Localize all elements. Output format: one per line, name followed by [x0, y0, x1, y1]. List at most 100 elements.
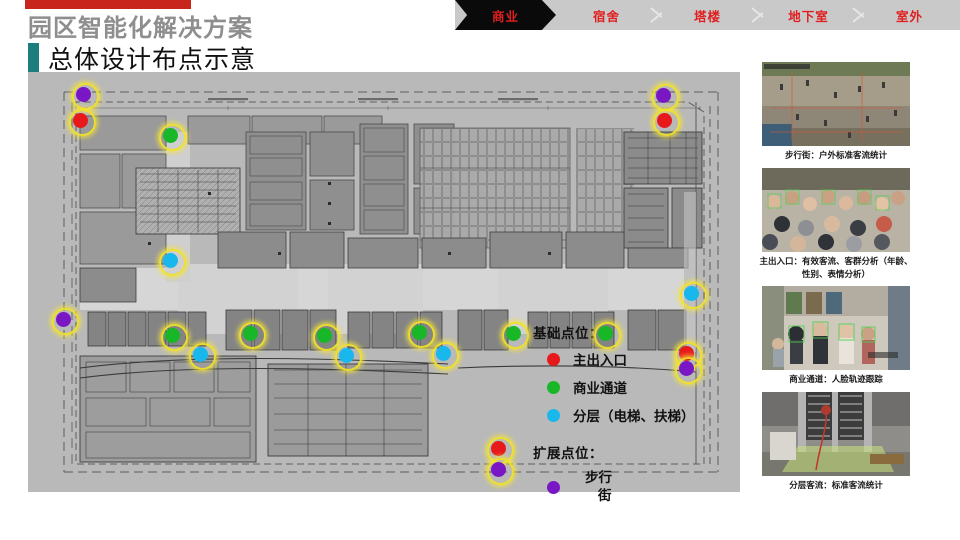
- photo-caption-pedestrian-street: 步行街：户外标准客流统计: [784, 150, 887, 160]
- marker-glow-ring: [679, 281, 707, 309]
- map-marker-green[interactable]: [501, 321, 529, 349]
- marker-glow-ring: [188, 342, 216, 370]
- marker-glow-ring: [68, 108, 96, 136]
- page-title: 园区智能化解决方案: [28, 15, 253, 42]
- tab-outdoor[interactable]: 室外: [859, 0, 960, 30]
- marker-dot: [655, 87, 671, 103]
- marker-dot: [597, 325, 613, 341]
- legend-item-commercial-passage: 商业通道: [547, 377, 733, 397]
- photo-block-floor-traffic: 分层客流：标准客流统计: [762, 392, 910, 492]
- tab-commercial-label: 商业: [491, 9, 519, 24]
- legend-item-main-entrance: 主出入口: [547, 349, 733, 369]
- legend-label-pedestrian-street-line1: 步行: [585, 470, 612, 485]
- legend-dot-purple: [547, 481, 560, 494]
- site-floorplan[interactable]: [28, 72, 740, 492]
- marker-glow-ring: [431, 341, 459, 369]
- tab-basement[interactable]: 地下室: [758, 0, 859, 30]
- legend-label-floor-level: 分层（电梯、扶梯）: [573, 409, 695, 424]
- map-marker-purple[interactable]: [651, 83, 679, 111]
- map-marker-purple[interactable]: [486, 457, 514, 485]
- photo-caption-commercial-passage: 商业通道：人脸轨迹跟踪: [789, 374, 883, 385]
- legend-dot-cyan: [547, 408, 560, 422]
- map-marker-purple[interactable]: [674, 356, 702, 384]
- map-marker-red[interactable]: [652, 108, 680, 136]
- marker-glow-ring: [160, 323, 188, 351]
- marker-glow-ring: [501, 321, 529, 349]
- marker-dot: [162, 127, 178, 143]
- section-title: 总体设计布点示意: [48, 46, 257, 74]
- photo-caption-main-entrance: 主出入口：有效客流、客群分析（年龄、性别、表情分析）: [759, 255, 913, 279]
- legend-label-main-entrance: 主出入口: [573, 353, 627, 368]
- photo-floor-traffic: [762, 392, 910, 476]
- marker-dot: [505, 325, 521, 341]
- marker-dot: [490, 461, 506, 477]
- legend-dot-red: [547, 352, 560, 366]
- title-accent-bar: [25, 0, 191, 9]
- marker-dot: [55, 311, 71, 327]
- marker-glow-ring: [593, 321, 621, 349]
- marker-glow-ring: [238, 321, 266, 349]
- map-marker-purple[interactable]: [51, 307, 79, 335]
- legend-item-floor-level: 分层（电梯、扶梯）: [547, 405, 733, 425]
- legend-label-commercial-passage: 商业通道: [573, 381, 627, 396]
- marker-dot: [192, 346, 208, 362]
- marker-dot: [338, 347, 354, 363]
- map-marker-cyan[interactable]: [679, 281, 707, 309]
- marker-glow-ring: [674, 356, 702, 384]
- marker-glow-ring: [334, 343, 362, 371]
- tab-dormitory[interactable]: 宿舍: [556, 0, 657, 30]
- map-marker-purple[interactable]: [71, 82, 99, 110]
- photo-block-commercial-passage: 商业通道：人脸轨迹跟踪: [762, 286, 910, 386]
- tab-outdoor-label: 室外: [895, 9, 923, 24]
- section-title-group: 总体设计布点示意: [28, 40, 256, 76]
- marker-dot: [678, 360, 694, 376]
- marker-dot: [162, 252, 178, 268]
- marker-dot: [242, 325, 258, 341]
- section-title-tick: [28, 43, 39, 73]
- legend-item-pedestrian-street: 步行 街: [547, 469, 733, 505]
- marker-glow-ring: [158, 123, 186, 151]
- legend-label-pedestrian-street-line2: 街: [598, 488, 612, 504]
- photo-commercial-passage: [762, 286, 910, 371]
- marker-glow-ring: [486, 457, 514, 485]
- reference-photo-strip: 步行街：户外标准客流统计: [759, 62, 913, 498]
- legend-extended-heading: 扩展点位：: [533, 446, 603, 461]
- map-marker-green[interactable]: [312, 323, 340, 351]
- map-marker-cyan[interactable]: [334, 343, 362, 371]
- marker-glow-ring: [652, 108, 680, 136]
- marker-dot: [435, 345, 451, 361]
- photo-block-main-entrance: 主出入口：有效客流、客群分析（年龄、性别、表情分析）: [759, 167, 913, 281]
- map-marker-cyan[interactable]: [188, 342, 216, 370]
- map-marker-cyan[interactable]: [431, 341, 459, 369]
- marker-dot: [316, 327, 332, 343]
- category-tab-bar: 商业 宿舍 塔楼 地下室 室外: [455, 0, 960, 30]
- photo-pedestrian-street: [762, 62, 910, 146]
- marker-glow-ring: [312, 323, 340, 351]
- photo-caption-floor-traffic: 分层客流：标准客流统计: [789, 480, 883, 490]
- tab-tower-label: 塔楼: [693, 9, 721, 24]
- map-marker-green[interactable]: [407, 320, 435, 348]
- map-marker-green[interactable]: [160, 323, 188, 351]
- map-marker-green[interactable]: [238, 321, 266, 349]
- map-marker-red[interactable]: [68, 108, 96, 136]
- marker-dot: [164, 327, 180, 343]
- map-marker-green[interactable]: [593, 321, 621, 349]
- marker-dot: [683, 285, 699, 301]
- tab-basement-label: 地下室: [788, 9, 829, 24]
- map-marker-green[interactable]: [158, 123, 186, 151]
- legend-dot-green: [547, 380, 560, 394]
- marker-dot: [656, 112, 672, 128]
- legend-label-pedestrian-street: 步行 街: [573, 469, 612, 505]
- marker-glow-ring: [158, 248, 186, 276]
- photo-main-entrance: [762, 167, 910, 252]
- map-legend: 基础点位： 主出入口 商业通道 分层（电梯、扶梯） 扩展点位： 步行 街: [533, 322, 733, 513]
- marker-dot: [75, 86, 91, 102]
- map-marker-cyan[interactable]: [158, 248, 186, 276]
- marker-dot: [490, 440, 506, 456]
- marker-dot: [411, 324, 427, 340]
- tab-commercial[interactable]: 商业: [455, 0, 556, 30]
- tab-tower[interactable]: 塔楼: [657, 0, 758, 30]
- marker-dot: [72, 112, 88, 128]
- floorplan-drawing: [28, 72, 740, 492]
- photo-block-pedestrian-street: 步行街：户外标准客流统计: [762, 62, 910, 162]
